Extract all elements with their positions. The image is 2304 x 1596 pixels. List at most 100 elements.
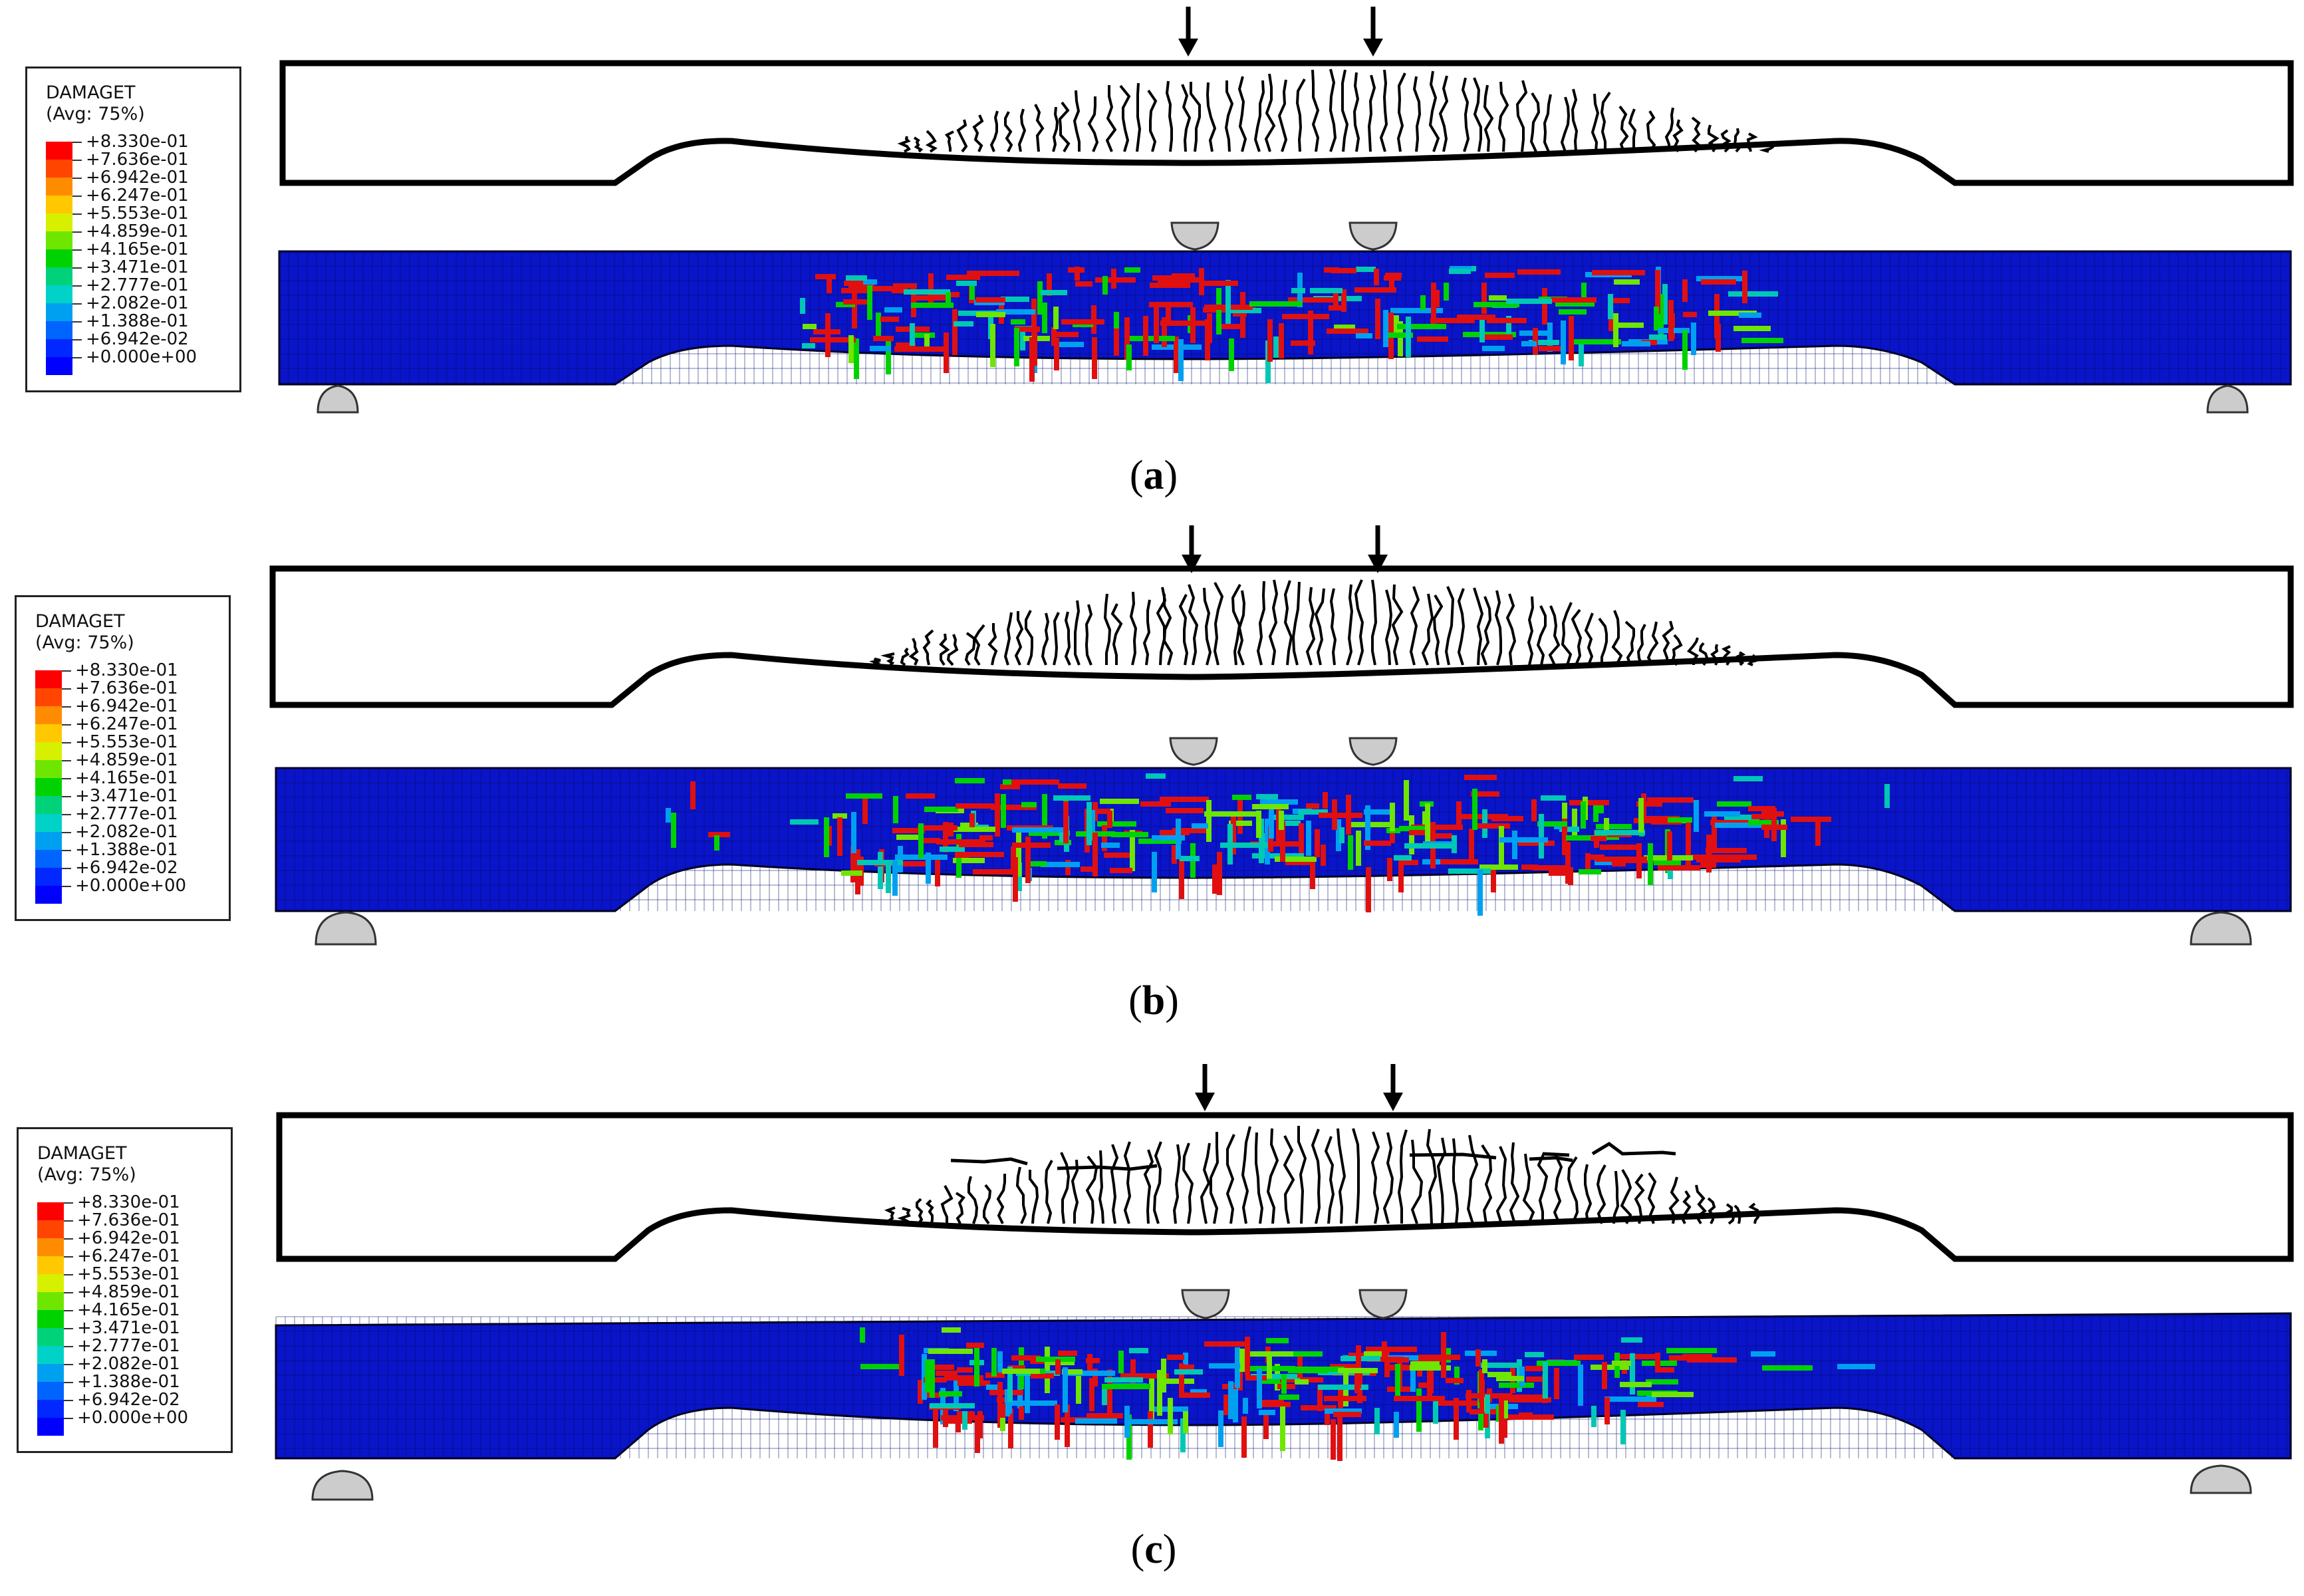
damage-cell	[1162, 317, 1167, 347]
damage-cell	[1107, 1369, 1112, 1414]
crack-line	[1379, 69, 1388, 152]
damage-cell	[1087, 1354, 1092, 1375]
legend-value: +6.942e-02	[86, 329, 189, 349]
damage-cell	[1683, 312, 1697, 317]
damage-cell	[1257, 1400, 1284, 1405]
damage-cell	[1016, 832, 1021, 876]
damage-cell	[973, 869, 1013, 874]
damage-cell	[1434, 290, 1440, 307]
damage-cell	[1025, 837, 1031, 883]
damage-cell	[832, 813, 847, 819]
damage-cell	[1630, 1353, 1635, 1395]
crack-line	[1686, 637, 1699, 665]
damage-cell	[1008, 1408, 1013, 1448]
label-open: (	[1128, 978, 1142, 1023]
damage-cell	[1138, 839, 1182, 844]
crack-line	[1646, 110, 1656, 153]
damage-cell	[1288, 1368, 1328, 1373]
damage-cell	[1464, 775, 1497, 780]
damage-cell	[1712, 815, 1717, 851]
damage-cell	[1354, 1366, 1360, 1393]
damage-cell	[1291, 288, 1305, 293]
damage-cell	[1406, 317, 1411, 357]
damage-cell	[1149, 302, 1193, 307]
crack-line	[967, 1176, 979, 1224]
damage-cell	[1506, 299, 1552, 304]
legend-value: +5.553e-01	[86, 203, 189, 223]
damage-cell	[873, 336, 894, 341]
crack-line	[1560, 96, 1571, 152]
panel-label: (c)	[1097, 1526, 1210, 1573]
label-close: )	[1165, 978, 1179, 1023]
legend-tick	[64, 1418, 73, 1419]
damage-cell	[979, 835, 993, 841]
damage-cell	[1179, 1365, 1194, 1370]
damage-cell	[1104, 1377, 1143, 1383]
legend-value: +6.942e-01	[75, 696, 178, 716]
damage-cell	[894, 346, 946, 352]
crack-line	[1733, 128, 1741, 153]
damage-cell	[986, 1385, 999, 1390]
damage-cell	[990, 324, 995, 367]
legend-swatch	[46, 321, 72, 339]
crack-line	[1029, 1170, 1039, 1224]
legend-tick	[62, 670, 71, 672]
damage-cell	[1086, 1358, 1100, 1363]
crack-line	[1190, 82, 1201, 152]
damage-cell	[1503, 1400, 1508, 1418]
damage-cell	[1126, 344, 1132, 370]
damage-cell	[910, 323, 915, 346]
damage-cell	[876, 313, 881, 339]
damage-cell	[1260, 799, 1298, 805]
damage-cell	[1356, 267, 1376, 272]
damage-cell	[1762, 1365, 1813, 1371]
damage-cell	[1306, 803, 1319, 809]
damage-cell	[1125, 1419, 1178, 1424]
damage-cell	[1539, 814, 1544, 859]
crack-line	[1268, 579, 1279, 666]
legend-swatch	[35, 670, 62, 688]
damage-cell	[1652, 1392, 1694, 1397]
legend-tick	[62, 760, 71, 761]
crack-line	[996, 1174, 1006, 1224]
damage-cell	[1317, 1385, 1323, 1411]
damage-cell	[867, 285, 872, 320]
damage-cell	[943, 822, 948, 853]
damage-cell	[1232, 795, 1251, 800]
damage-cell	[1433, 1399, 1438, 1424]
damage-cell	[1318, 1385, 1368, 1390]
damage-cell	[1104, 853, 1130, 858]
damage-cell	[1102, 1385, 1107, 1405]
load-plate	[1181, 1289, 1230, 1319]
legend-tick	[62, 796, 71, 797]
damage-cell	[824, 817, 829, 857]
damage-cell	[1323, 792, 1328, 809]
damage-cell	[892, 288, 908, 293]
damage-cell	[1124, 317, 1130, 360]
label-letter: c	[1144, 1527, 1163, 1572]
damage-cell	[1243, 1398, 1248, 1414]
crack-line	[1085, 604, 1093, 666]
crack-line	[1017, 108, 1027, 152]
damage-cell	[1062, 1369, 1083, 1375]
damage-cell	[841, 870, 862, 876]
crack-line	[1466, 1134, 1479, 1224]
crack-line	[1567, 1156, 1579, 1224]
damage-cell	[911, 303, 954, 308]
damage-cell	[1410, 1363, 1416, 1392]
damage-cell	[1579, 340, 1584, 366]
damage-cell	[1331, 1419, 1336, 1460]
panel-b-figure	[269, 525, 2294, 946]
damage-cell	[1655, 270, 1660, 314]
damage-cell	[1285, 860, 1314, 865]
legend-swatch	[37, 1382, 64, 1400]
legend-value: +2.082e-01	[77, 1354, 180, 1374]
damage-cell	[1438, 1400, 1489, 1406]
crack-line	[1505, 593, 1517, 666]
crack-line	[1672, 119, 1684, 153]
damage-cell	[1595, 857, 1647, 862]
damage-cell	[1266, 1338, 1289, 1343]
damage-cell	[850, 846, 856, 882]
damage-cell	[1487, 1372, 1511, 1377]
crack-line	[987, 623, 998, 666]
